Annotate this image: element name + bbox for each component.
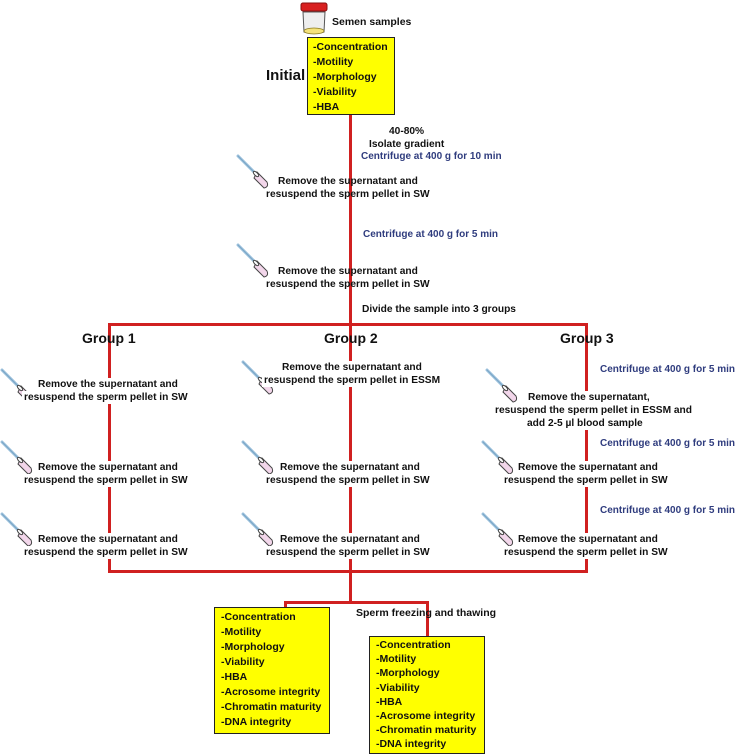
group3-step-label: add 2-5 µl blood sample — [525, 417, 645, 430]
bottom-bus-line — [108, 570, 588, 573]
final-item: -Motility — [221, 626, 262, 638]
final-item: -Concentration — [376, 639, 451, 651]
group3-step-label: resuspend the sperm pellet in ESSM and — [493, 404, 695, 417]
final-item: -Motility — [376, 653, 417, 666]
pipette-tube-icon — [241, 512, 275, 548]
pipette-tube-icon — [236, 154, 270, 190]
gradient-type-label: Isolate gradient — [369, 139, 445, 150]
wash-step-label: resuspend the sperm pellet in SW — [266, 279, 430, 290]
initial-assessment-box: -Concentration -Motility -Morphology -Vi… — [307, 37, 395, 115]
final-item: -Morphology — [376, 667, 440, 680]
centrifuge-10min-label: Centrifuge at 400 g for 10 min — [361, 151, 502, 162]
initial-item: -Morphology — [313, 71, 377, 83]
wash-step-label: resuspend the sperm pellet in SW — [266, 189, 430, 200]
centrifuge-5min-label: Centrifuge at 400 g for 5 min — [600, 364, 736, 375]
final-item: -HBA — [376, 695, 403, 708]
final-item: -Chromatin maturity — [221, 701, 322, 713]
centrifuge-5min-label: Centrifuge at 400 g for 5 min — [600, 505, 736, 516]
final-item: -Viability — [221, 656, 265, 668]
wash-step-label: Remove the supernatant and — [278, 176, 418, 187]
final-item: -Chromatin maturity — [376, 724, 477, 737]
group1-step-label: Remove the supernatant and — [36, 461, 180, 474]
group2-step-label: resuspend the sperm pellet in SW — [264, 474, 432, 487]
final-left-drop — [284, 601, 287, 608]
group3-vertical-line — [585, 323, 588, 573]
groups-bus-line — [108, 323, 588, 326]
wash-step-label: Remove the supernatant and — [278, 266, 418, 277]
group1-step-label: resuspend the sperm pellet in SW — [22, 391, 190, 404]
semen-samples-label: Semen samples — [332, 16, 412, 28]
group3-step-label: Remove the supernatant, — [526, 391, 652, 404]
group2-step-label: Remove the supernatant and — [278, 533, 422, 546]
pipette-tube-icon — [481, 440, 515, 476]
group1-vertical-line — [108, 323, 111, 573]
pipette-tube-icon — [481, 512, 515, 548]
bottom-trunk-line — [349, 570, 352, 604]
final-item: -DNA integrity — [376, 738, 447, 751]
pipette-tube-icon — [0, 440, 34, 476]
initial-item: -Viability — [313, 86, 357, 98]
post-thaw-box: -Concentration -Motility -Morphology -Vi… — [369, 636, 485, 754]
initial-label: Initial — [266, 67, 306, 84]
pipette-tube-icon — [0, 512, 34, 548]
group-1-title: Group 1 — [82, 330, 136, 346]
group-2-title: Group 2 — [324, 330, 378, 346]
centrifuge-5min-label: Centrifuge at 400 g for 5 min — [363, 229, 499, 240]
group1-step-label: Remove the supernatant and — [36, 378, 180, 391]
pipette-tube-icon — [485, 368, 519, 404]
final-item: -DNA integrity — [221, 716, 292, 728]
final-item: -Morphology — [221, 641, 285, 653]
initial-item: -Concentration — [313, 41, 388, 53]
pipette-tube-icon — [236, 243, 270, 279]
final-bus-line — [284, 601, 429, 604]
initial-item: -Motility — [313, 56, 354, 68]
final-item: -Concentration — [221, 611, 296, 623]
final-item: -Acrosome integrity — [221, 686, 321, 698]
group3-step-label: resuspend the sperm pellet in SW — [502, 546, 670, 559]
group3-step-label: Remove the supernatant and — [516, 461, 660, 474]
gradient-percent-label: 40-80% — [389, 126, 425, 137]
group3-step-label: resuspend the sperm pellet in SW — [502, 474, 670, 487]
divide-groups-label: Divide the sample into 3 groups — [362, 304, 516, 315]
group2-step-label: resuspend the sperm pellet in ESSM — [262, 374, 443, 387]
group3-step-label: Remove the supernatant and — [516, 533, 660, 546]
final-item: -Acrosome integrity — [376, 710, 476, 723]
group1-step-label: resuspend the sperm pellet in SW — [22, 546, 190, 559]
centrifuge-5min-label: Centrifuge at 400 g for 5 min — [600, 438, 736, 449]
freezing-thawing-label: Sperm freezing and thawing — [356, 607, 497, 619]
trunk-line — [349, 113, 352, 325]
group2-step-label: Remove the supernatant and — [278, 461, 422, 474]
pipette-tube-icon — [241, 440, 275, 476]
final-item: -Viability — [376, 681, 420, 694]
post-processing-box: -Concentration -Motility -Morphology -Vi… — [214, 607, 330, 734]
group2-vertical-line — [349, 323, 352, 573]
initial-item: -HBA — [313, 101, 340, 113]
final-item: -HBA — [221, 671, 248, 683]
group-3-title: Group 3 — [560, 330, 614, 346]
group2-step-label: resuspend the sperm pellet in SW — [264, 546, 432, 559]
group2-step-label: Remove the supernatant and — [280, 361, 424, 374]
group1-step-label: resuspend the sperm pellet in SW — [22, 474, 190, 487]
group1-step-label: Remove the supernatant and — [36, 533, 180, 546]
specimen-cup-icon — [300, 2, 328, 35]
final-right-drop — [426, 601, 429, 636]
